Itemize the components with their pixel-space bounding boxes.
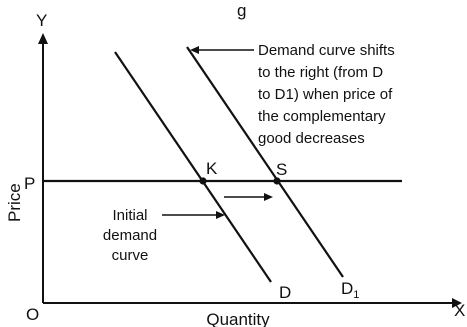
point-k-label: K (206, 159, 218, 178)
shift-note-text: Demand curve shifts to the right (from D… (258, 42, 395, 147)
initial-note-line: curve (112, 247, 149, 264)
initial-demand-curve (114, 51, 272, 283)
point-s-marker (273, 177, 281, 185)
shift-note-line: good decreases (258, 130, 365, 147)
shift-note-arrowhead (190, 46, 199, 54)
shifted-curve-letter: D (341, 279, 353, 298)
shift-note-line: the complementary (258, 108, 386, 125)
y-axis-arrowhead (38, 33, 48, 44)
quantity-axis-label: Quantity (206, 310, 270, 327)
initial-curve-end-label: D (279, 283, 291, 302)
y-axis-letter: Y (36, 11, 47, 30)
top-text-fragment: g (237, 1, 246, 20)
shifted-curve-end-label: D1 (341, 279, 359, 301)
initial-note-arrowhead (216, 211, 225, 219)
shifted-curve-subscript: 1 (353, 289, 359, 301)
shift-arrowhead (264, 193, 273, 201)
initial-note-text: Initial demand curve (103, 207, 157, 264)
point-k-marker (199, 177, 207, 185)
price-tick-label: P (24, 174, 35, 193)
shift-note-line: to the right (from D (258, 64, 383, 81)
initial-note-line: demand (103, 227, 157, 244)
initial-note-line: Initial (112, 207, 147, 224)
origin-label: O (26, 305, 39, 324)
shifted-demand-curve (186, 46, 344, 278)
price-axis-label: Price (5, 183, 24, 222)
x-axis-letter: X (454, 301, 465, 320)
x-axis-arrowhead (452, 298, 462, 308)
point-s-label: S (276, 160, 287, 179)
shift-note-line: Demand curve shifts (258, 42, 395, 59)
shift-note-line: to D1) when price of (258, 86, 393, 103)
